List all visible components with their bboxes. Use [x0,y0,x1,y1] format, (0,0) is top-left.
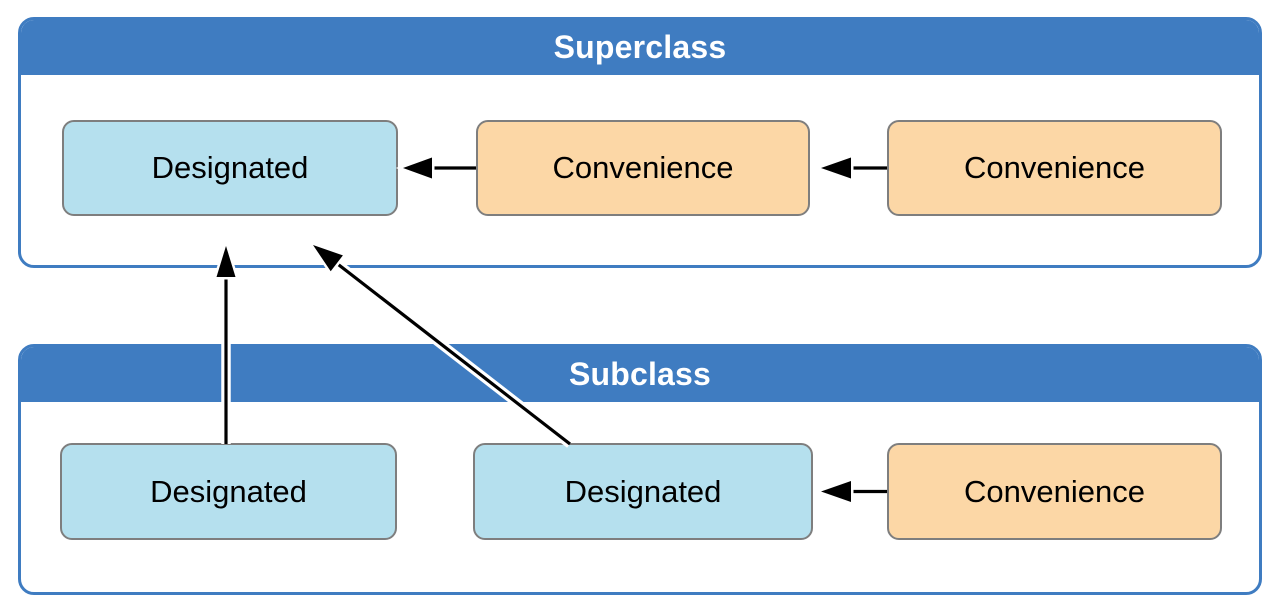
subclass-designated-1-box: Designated [60,443,397,540]
superclass-convenience-1-box: Convenience [476,120,810,216]
superclass-convenience-2-label: Convenience [964,150,1145,185]
superclass-header: Superclass [21,20,1259,75]
superclass-designated-label: Designated [151,150,309,185]
superclass-designated-box: Designated [62,120,398,216]
subclass-designated-2-label: Designated [564,473,722,509]
subclass-convenience-box: Convenience [887,443,1222,540]
superclass-convenience-2-box: Convenience [887,120,1222,216]
superclass-title: Superclass [553,29,727,65]
subclass-convenience-label: Convenience [964,473,1145,509]
subclass-designated-1-label: Designated [150,473,307,509]
superclass-convenience-1-label: Convenience [552,150,734,185]
subclass-designated-2-box: Designated [473,443,813,540]
subclass-header: Subclass [21,347,1259,402]
subclass-title: Subclass [568,356,712,392]
